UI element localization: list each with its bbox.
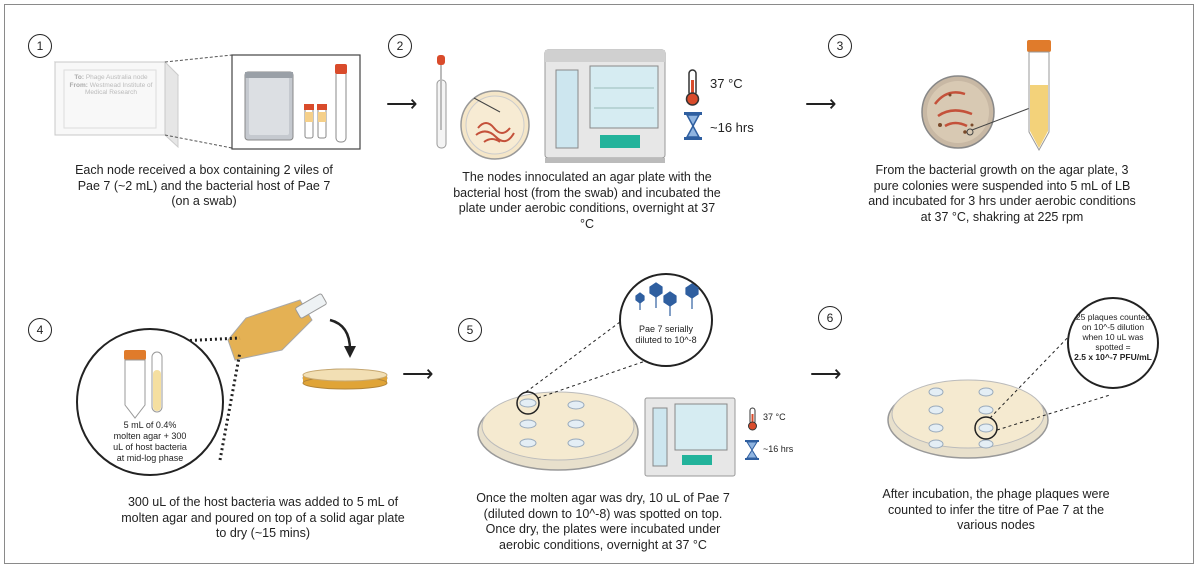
step5-bubble-text: Pae 7 serially diluted to 10^-8 [635,324,697,345]
arrow-step5-to-6: ⟶ [810,361,842,386]
colony-plate [921,75,1031,149]
box-address-label: To: Phage Australia node From: Westmead … [69,74,153,96]
step-2-number: 2 [388,34,412,58]
petri-dish-step4 [302,368,388,390]
step-1-caption: Each node received a box containing 2 vi… [75,163,333,208]
thermometer-icon [685,69,700,106]
step6-bubble [1067,297,1159,389]
step6-bubble-text: 25 plaques counted on 10^-5 dilution whe… [1074,312,1152,362]
pouring-flask [227,293,327,361]
box-contents-panel [231,54,361,150]
falcon-tube [1027,40,1051,152]
step-3-caption: From the bacterial growth on the agar pl… [868,163,1136,224]
step6-titre-result: 2.5 x 10^-7 PFU/mL [1074,352,1152,362]
hourglass-icon [684,112,702,140]
step-5-number: 5 [458,318,482,342]
plaque-petri-dish [887,379,1049,459]
swab-tube [436,55,447,149]
step-1-number: 1 [28,34,52,58]
figure-frame [4,4,1194,564]
step5-time-label: ~16 hrs [763,444,794,454]
step-4-caption: 300 uL of the host bacteria was added to… [121,495,405,540]
step5-bubble [619,273,713,367]
step2-temperature-label: 37 °C [710,76,743,91]
thermometer-icon-small [748,407,757,431]
step-3-number: 3 [828,34,852,58]
step-4-number: 4 [28,318,52,342]
arrow-step1-to-2: ⟶ [386,91,418,116]
step-2-caption: The nodes innoculated an agar plate with… [453,170,721,231]
step-5-caption: Once the molten agar was dry, 10 uL of P… [476,491,730,552]
step4-bubble [76,328,224,476]
large-petri-dish-step5 [477,391,639,471]
incubator [544,49,666,163]
shipping-box [53,60,180,149]
step4-bubble-text: 5 mL of 0.4% molten agar + 300 uL of hos… [113,420,187,463]
step2-time-label: ~16 hrs [710,120,754,135]
hourglass-icon-small [745,440,759,460]
arrow-step2-to-3: ⟶ [805,91,837,116]
step6-bubble-description: 25 plaques counted on 10^-5 dilution whe… [1075,312,1151,352]
small-incubator [644,397,736,477]
agar-plate-streaked [460,90,530,160]
step-6-caption: After incubation, the phage plaques were… [882,487,1110,532]
step5-temperature-label: 37 °C [763,412,786,422]
step-6-number: 6 [818,306,842,330]
arrow-step4-to-5: ⟶ [402,361,434,386]
